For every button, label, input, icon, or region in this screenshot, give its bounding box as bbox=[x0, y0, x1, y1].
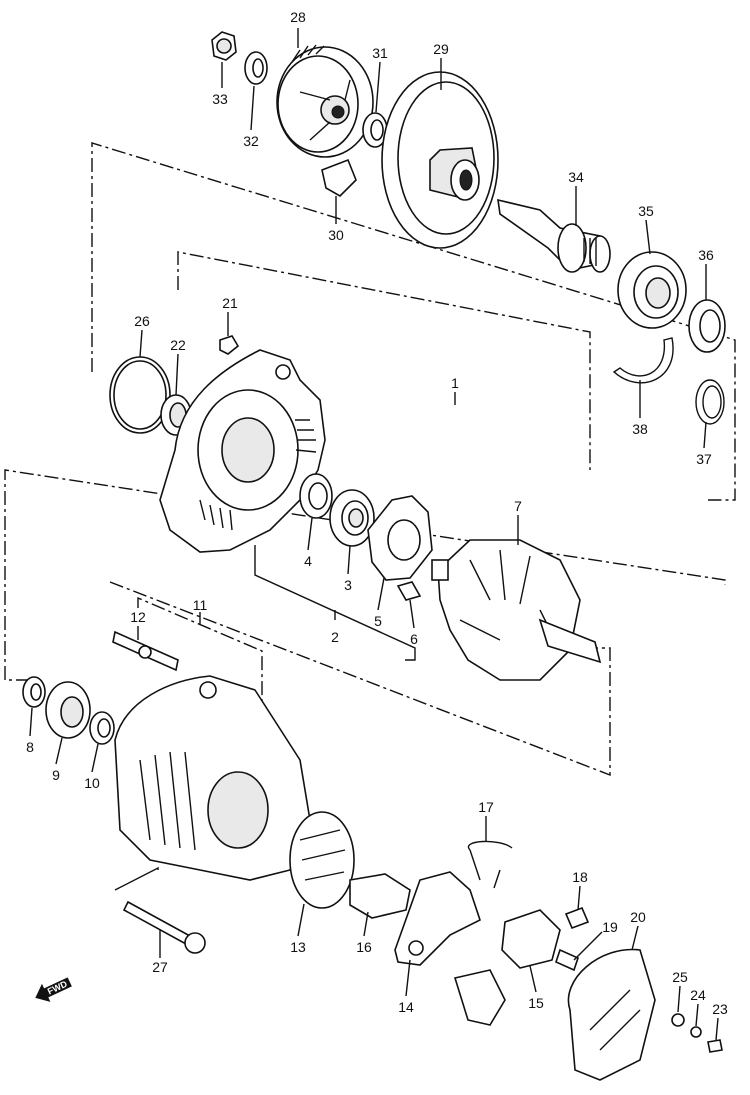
seal-36 bbox=[688, 299, 726, 353]
callout-28: 28 bbox=[290, 9, 306, 25]
stator-13 bbox=[289, 811, 355, 909]
housing-front bbox=[159, 349, 326, 553]
callout-19: 19 bbox=[602, 919, 618, 935]
snap-ring-37 bbox=[695, 379, 725, 425]
callout-22: 22 bbox=[170, 337, 186, 353]
callout-18: 18 bbox=[572, 869, 588, 885]
damper-30 bbox=[321, 158, 357, 197]
callout-21: 21 bbox=[222, 295, 238, 311]
callout-32: 32 bbox=[243, 133, 259, 149]
callout-12: 12 bbox=[130, 609, 146, 625]
flywheel-29 bbox=[381, 71, 499, 249]
callout-4: 4 bbox=[304, 553, 312, 569]
screw-19 bbox=[555, 948, 579, 972]
callout-5: 5 bbox=[374, 613, 382, 629]
seal-4 bbox=[299, 473, 333, 519]
spacer-31 bbox=[362, 112, 388, 148]
through-bolt-27 bbox=[122, 900, 206, 954]
callout-34: 34 bbox=[568, 169, 584, 185]
callout-27: 27 bbox=[152, 959, 168, 975]
callout-11: 11 bbox=[193, 597, 208, 613]
washer-32 bbox=[244, 51, 268, 85]
screw-6 bbox=[396, 581, 422, 601]
housing-rear-11 bbox=[114, 675, 311, 881]
callout-2: 2 bbox=[331, 629, 339, 645]
callout-36: 36 bbox=[698, 247, 714, 263]
callout-15: 15 bbox=[528, 995, 544, 1011]
brush-holder-16 bbox=[349, 873, 411, 919]
callout-8: 8 bbox=[26, 739, 34, 755]
group-bracket-27 bbox=[114, 866, 159, 891]
callout-30: 30 bbox=[328, 227, 344, 243]
lead-wire-17 bbox=[467, 840, 513, 889]
regulator-15 bbox=[453, 909, 561, 1026]
callout-16: 16 bbox=[356, 939, 372, 955]
group-bracket-11 bbox=[137, 596, 263, 718]
callout-23: 23 bbox=[712, 1001, 728, 1017]
bearing-35 bbox=[617, 251, 687, 329]
callout-labels: 1 2 3 4 5 6 7 8 9 10 11 12 13 14 15 16 1… bbox=[26, 9, 728, 1017]
callout-26: 26 bbox=[134, 313, 150, 329]
bearing-3 bbox=[329, 489, 375, 547]
fwd-direction-marker: FWD bbox=[35, 977, 72, 1002]
o-ring-26 bbox=[109, 356, 171, 434]
callout-20: 20 bbox=[630, 909, 646, 925]
callout-38: 38 bbox=[632, 421, 648, 437]
shaft-34 bbox=[497, 198, 611, 273]
screw-18 bbox=[564, 906, 590, 930]
retainer-plate-5 bbox=[367, 495, 433, 581]
washer-8 bbox=[22, 676, 46, 708]
callout-3: 3 bbox=[344, 577, 352, 593]
callout-35: 35 bbox=[638, 203, 654, 219]
callout-10: 10 bbox=[84, 775, 100, 791]
callout-13: 13 bbox=[290, 939, 306, 955]
callout-14: 14 bbox=[398, 999, 414, 1015]
callout-17: 17 bbox=[478, 799, 494, 815]
callout-37: 37 bbox=[696, 451, 712, 467]
callout-6: 6 bbox=[410, 631, 418, 647]
group-bracket-1 bbox=[91, 142, 736, 501]
callout-7: 7 bbox=[514, 498, 522, 514]
stud-12 bbox=[112, 630, 179, 672]
nut-24 bbox=[690, 1026, 702, 1038]
bracket-14 bbox=[394, 871, 481, 966]
callout-29: 29 bbox=[433, 41, 449, 57]
callout-1: 1 bbox=[451, 375, 459, 391]
callout-25: 25 bbox=[672, 969, 688, 985]
nut-33 bbox=[211, 31, 237, 61]
bolt-21 bbox=[219, 335, 240, 355]
spacer-10 bbox=[89, 711, 115, 745]
bolt-23 bbox=[707, 1039, 723, 1053]
circlip-38 bbox=[612, 337, 674, 384]
pulley-28 bbox=[276, 44, 374, 158]
callout-31: 31 bbox=[372, 45, 388, 61]
rotor-7 bbox=[431, 539, 602, 681]
callout-24: 24 bbox=[690, 987, 706, 1003]
group-bracket-main bbox=[4, 469, 726, 777]
rear-cover-20 bbox=[567, 948, 656, 1081]
bearing-9 bbox=[45, 681, 91, 739]
washer-25 bbox=[671, 1013, 685, 1027]
group-bracket-2 bbox=[254, 545, 416, 661]
callout-33: 33 bbox=[212, 91, 228, 107]
leader-lines bbox=[29, 28, 719, 1041]
callout-9: 9 bbox=[52, 767, 60, 783]
